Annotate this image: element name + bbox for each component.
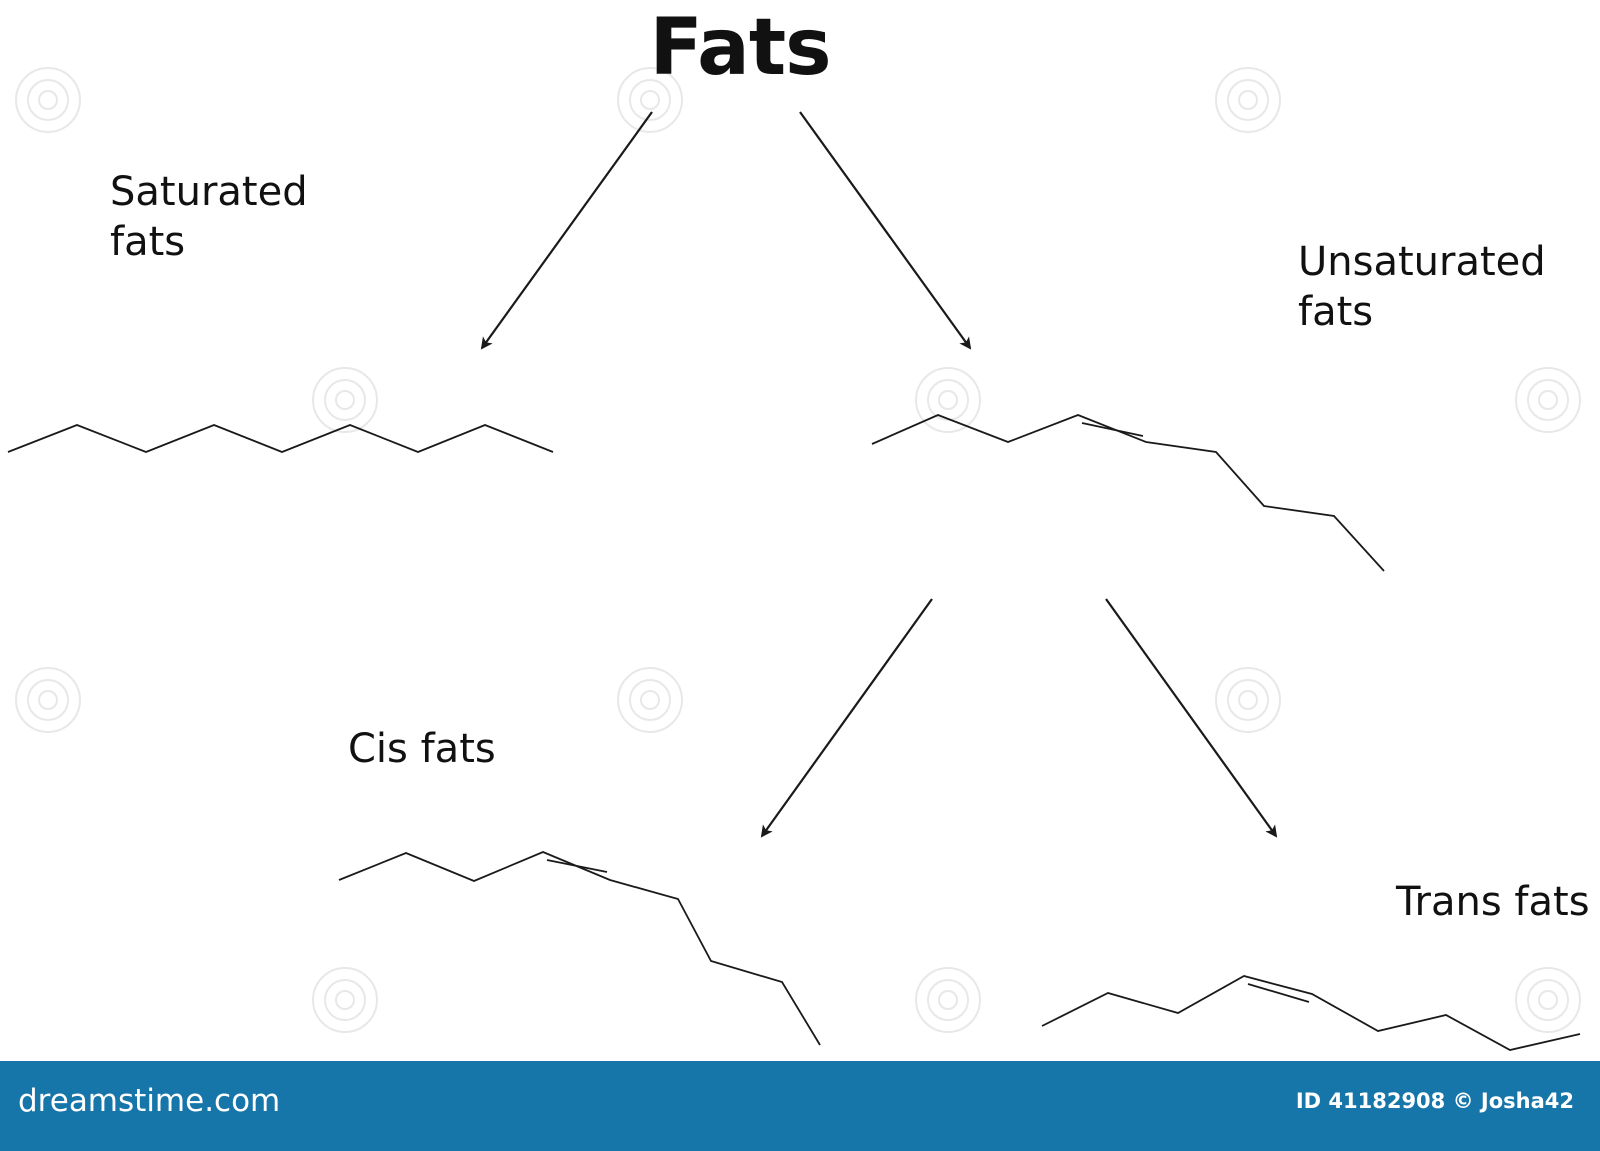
unsaturated-label-line-1: Unsaturated — [1298, 239, 1546, 285]
image-credit: ID 41182908 © Josha42 — [1295, 1089, 1574, 1113]
saturated-fats-label: Saturated fats — [110, 167, 308, 267]
arrow-to-saturated — [480, 111, 653, 350]
footer-bar: dreamstime.com ID 41182908 © Josha42 — [0, 1061, 1600, 1151]
diagram-title: Fats — [649, 3, 831, 93]
cis-fats-label: Cis fats — [348, 726, 496, 772]
trans-fats-label: Trans fats — [1396, 879, 1590, 925]
diagram-canvas: Fats Saturated fats Unsaturated fats Cis… — [7, 3, 1590, 1051]
trans-chain — [1041, 975, 1581, 1051]
saturated-label-line-1: Saturated — [110, 169, 308, 215]
cis-chain — [338, 851, 821, 1046]
arrow-to-trans — [1105, 598, 1278, 838]
saturated-label-line-2: fats — [110, 219, 186, 265]
diagram-svg — [7, 67, 1581, 1051]
brand-logo: dreamstime.com — [18, 1083, 281, 1119]
unsaturated-label-line-2: fats — [1298, 289, 1374, 335]
unsaturated-chain — [871, 414, 1385, 572]
saturated-chain — [7, 424, 554, 453]
unsaturated-fats-label: Unsaturated fats — [1298, 237, 1546, 337]
arrow-to-cis — [760, 598, 933, 838]
arrow-to-unsaturated — [799, 111, 972, 350]
watermark-pattern — [15, 67, 1581, 1033]
